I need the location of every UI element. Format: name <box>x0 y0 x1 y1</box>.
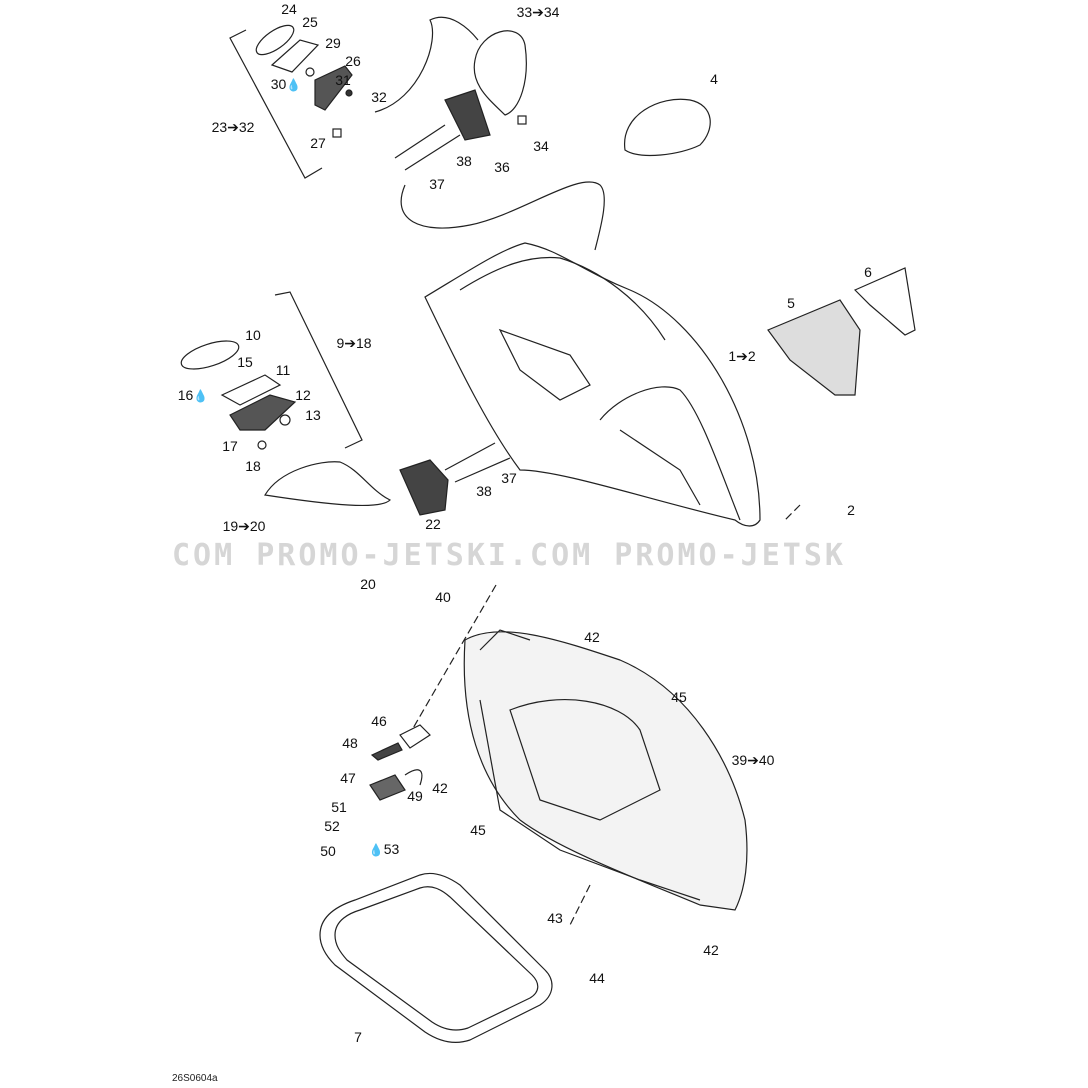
callout-4[interactable]: 4 <box>710 71 718 87</box>
mirror-top-parts <box>255 24 353 138</box>
callout-19-20[interactable]: 19➔20 <box>222 518 266 534</box>
callout-42[interactable]: 42 <box>584 629 600 645</box>
callout-18[interactable]: 18 <box>245 458 261 474</box>
callout-6[interactable]: 6 <box>864 264 872 280</box>
callout-45b[interactable]: 45 <box>470 822 486 838</box>
callout-38[interactable]: 38 <box>456 153 472 169</box>
callout-9-18[interactable]: 9➔18 <box>336 335 372 351</box>
callout-50[interactable]: 50 <box>320 843 336 859</box>
callout-25[interactable]: 25 <box>302 14 318 30</box>
callout-34[interactable]: 34 <box>533 138 549 154</box>
sealant-drop-icon: 💧 <box>286 78 302 92</box>
storage-bin-39-40 <box>463 629 748 911</box>
callout-20[interactable]: 20 <box>360 576 376 592</box>
callout-26[interactable]: 26 <box>345 53 361 69</box>
callout-2[interactable]: 2 <box>847 502 855 518</box>
seal-part-7 <box>319 872 553 1043</box>
callout-23-32[interactable]: 23➔32 <box>211 119 255 135</box>
callout-31[interactable]: 31 <box>335 72 351 88</box>
watermark: COM PROMO-JETSKI.COM PROMO-JETSK <box>172 538 846 573</box>
bracket-22 <box>399 459 449 516</box>
callout-53[interactable]: 💧53 <box>368 841 400 857</box>
callout-7[interactable]: 7 <box>354 1029 362 1045</box>
callout-48[interactable]: 48 <box>342 735 358 751</box>
callout-46[interactable]: 46 <box>371 713 387 729</box>
callout-27[interactable]: 27 <box>310 135 326 151</box>
latch-parts <box>369 724 431 801</box>
callout-45[interactable]: 45 <box>671 689 687 705</box>
callout-16[interactable]: 16💧 <box>177 387 209 403</box>
mirror-mid-parts <box>180 340 297 450</box>
callout-52[interactable]: 52 <box>324 818 340 834</box>
callout-17[interactable]: 17 <box>222 438 238 454</box>
sealant-drop-icon: 💧 <box>193 389 209 403</box>
callout-49[interactable]: 49 <box>407 788 423 804</box>
callout-43[interactable]: 43 <box>547 910 563 926</box>
part-4-cover <box>624 98 711 156</box>
callout-32[interactable]: 32 <box>371 89 387 105</box>
callout-15[interactable]: 15 <box>237 354 253 370</box>
callout-38b[interactable]: 38 <box>476 483 492 499</box>
callout-44[interactable]: 44 <box>589 970 605 986</box>
front-hood-part-1 <box>424 242 761 527</box>
callout-37[interactable]: 37 <box>429 176 445 192</box>
callout-39-40[interactable]: 39➔40 <box>731 752 775 768</box>
callout-30[interactable]: 30💧 <box>270 76 302 92</box>
callout-1-2[interactable]: 1➔2 <box>728 348 756 364</box>
mirror-33-34 <box>374 16 527 171</box>
callout-51[interactable]: 51 <box>331 799 347 815</box>
callout-5[interactable]: 5 <box>787 295 795 311</box>
callout-40[interactable]: 40 <box>435 589 451 605</box>
callout-24[interactable]: 24 <box>281 1 297 17</box>
diagram-code: 26S0604a <box>172 1073 218 1084</box>
callout-11[interactable]: 11 <box>275 362 291 378</box>
callout-22[interactable]: 22 <box>425 516 441 532</box>
callout-29[interactable]: 29 <box>325 35 341 51</box>
assembly-lines <box>411 504 801 926</box>
callout-13[interactable]: 13 <box>305 407 321 423</box>
callout-42b[interactable]: 42 <box>432 780 448 796</box>
callout-12[interactable]: 12 <box>295 387 311 403</box>
routing-arrow <box>400 181 605 251</box>
sealant-drop-icon: 💧 <box>368 843 384 857</box>
callout-47[interactable]: 47 <box>340 770 356 786</box>
callout-10[interactable]: 10 <box>245 327 261 343</box>
mirror-19-20 <box>264 461 392 507</box>
mirror-group-bracket <box>229 29 363 449</box>
part-6 <box>853 267 916 336</box>
part-5 <box>767 299 861 396</box>
callout-36[interactable]: 36 <box>494 159 510 175</box>
callout-33-34[interactable]: 33➔34 <box>516 4 560 20</box>
callout-42c[interactable]: 42 <box>703 942 719 958</box>
callout-37b[interactable]: 37 <box>501 470 517 486</box>
